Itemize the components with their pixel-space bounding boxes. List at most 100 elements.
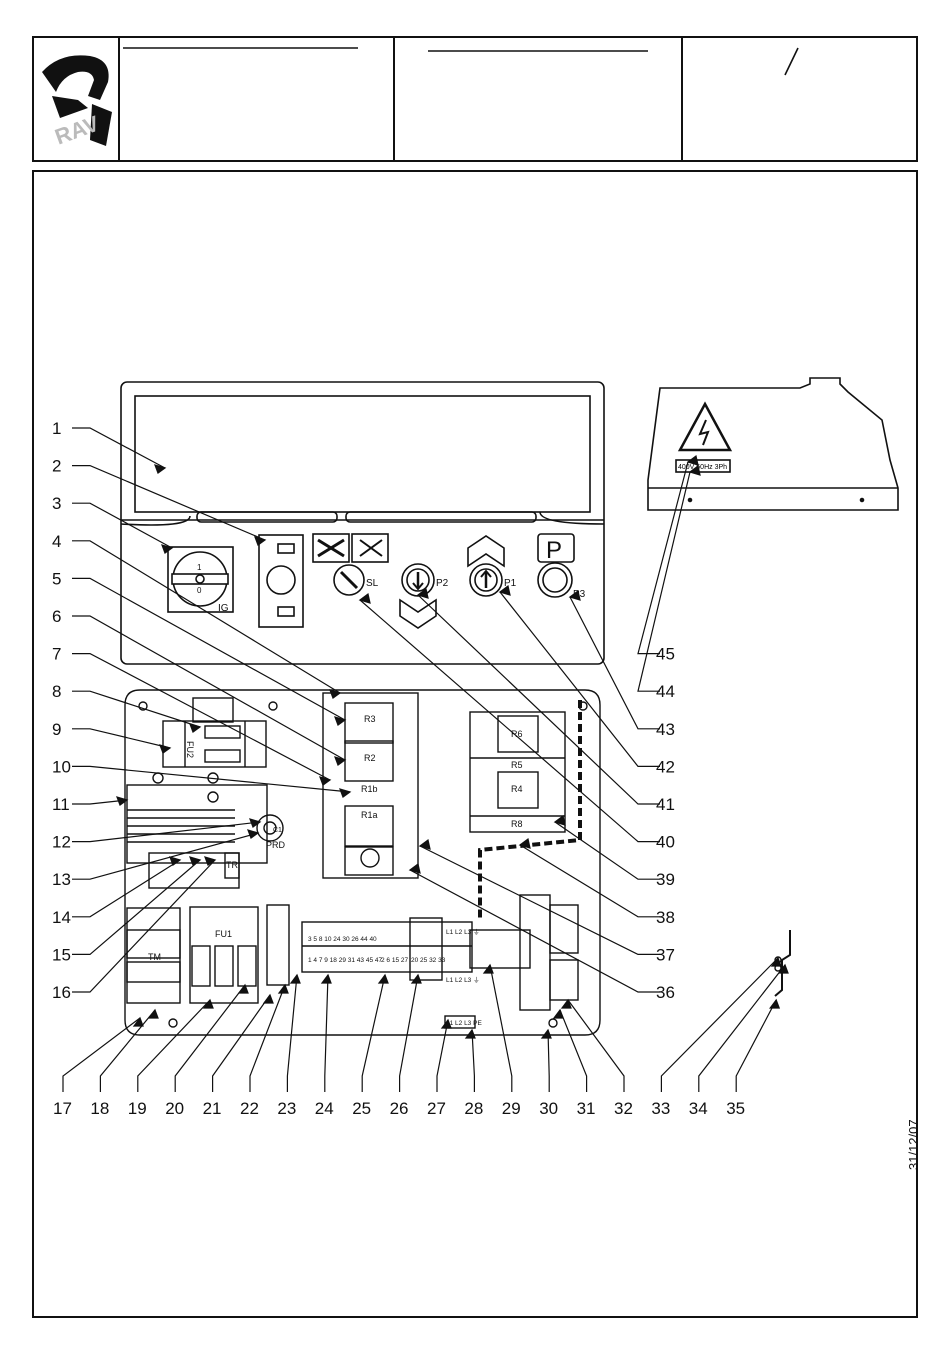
leader-line-26 bbox=[399, 974, 419, 1092]
callout-14: 14 bbox=[52, 908, 71, 927]
title-block-frame bbox=[32, 36, 918, 162]
callout-6: 6 bbox=[52, 607, 61, 626]
arrowhead-icon bbox=[329, 689, 342, 699]
callout-32: 32 bbox=[614, 1099, 633, 1118]
arrowhead-icon bbox=[254, 536, 267, 546]
callout-20: 20 bbox=[165, 1099, 184, 1118]
revision-date: 31/12/07 bbox=[906, 1119, 921, 1170]
voltage-label-plate bbox=[675, 459, 731, 473]
relay-r1b: R1b bbox=[361, 784, 378, 794]
leader-line-23 bbox=[286, 974, 298, 1092]
ig-on-label: 1 bbox=[197, 563, 202, 572]
arrowhead-icon bbox=[540, 1028, 552, 1039]
callout-10: 10 bbox=[52, 757, 71, 776]
terminal-block-2-label: 20 25 32 33 bbox=[411, 957, 446, 964]
arrowhead-icon bbox=[189, 856, 202, 866]
phase-terminals bbox=[444, 1015, 476, 1029]
callout-26: 26 bbox=[390, 1099, 409, 1118]
p2-down-button bbox=[401, 563, 435, 597]
p-sign bbox=[537, 533, 575, 563]
callout-37: 37 bbox=[656, 945, 675, 964]
callout-18: 18 bbox=[90, 1099, 109, 1118]
arrowhead-icon bbox=[204, 856, 217, 866]
callout-15: 15 bbox=[52, 945, 71, 964]
main-switch-ig bbox=[167, 546, 234, 613]
relay-r4: R4 bbox=[511, 784, 523, 794]
leader-line-15 bbox=[72, 859, 201, 955]
power-supply bbox=[266, 904, 290, 986]
arrowhead-icon bbox=[262, 993, 274, 1004]
sl-label: SL bbox=[366, 578, 379, 589]
relay-r5: R5 bbox=[511, 760, 523, 770]
leader-line-41 bbox=[417, 594, 660, 805]
height-selector bbox=[258, 534, 304, 628]
terminal-row-bottom: 1 4 7 9 18 29 31 43 45 47 bbox=[308, 957, 382, 964]
arrowhead-icon bbox=[418, 838, 431, 850]
logo-text: RAV bbox=[52, 111, 103, 150]
callout-44: 44 bbox=[656, 682, 675, 701]
leader-line-21 bbox=[212, 994, 271, 1092]
callout-1: 1 bbox=[52, 419, 61, 438]
contactor-side bbox=[519, 894, 551, 1011]
callout-39: 39 bbox=[656, 870, 675, 889]
leader-line-36 bbox=[409, 869, 660, 993]
leader-line-2 bbox=[72, 465, 266, 541]
callout-38: 38 bbox=[656, 908, 675, 927]
arrowhead-icon bbox=[568, 589, 581, 601]
arrowhead-icon bbox=[202, 998, 214, 1009]
callout-5: 5 bbox=[52, 569, 61, 588]
callout-45: 45 bbox=[656, 645, 675, 664]
ig-off-label: 0 bbox=[197, 586, 202, 595]
arrowhead-icon bbox=[688, 464, 701, 476]
leader-line-45 bbox=[637, 461, 689, 655]
leader-line-29 bbox=[489, 964, 513, 1092]
arrowhead-icon bbox=[289, 973, 301, 984]
arrowhead-icon bbox=[518, 837, 531, 849]
relay-r3: R3 bbox=[364, 714, 376, 724]
leader-line-40 bbox=[359, 599, 660, 843]
terminal-block-2 bbox=[409, 917, 443, 981]
leader-lines bbox=[62, 427, 789, 1092]
c1-label: C1 bbox=[273, 827, 282, 834]
callout-33: 33 bbox=[651, 1099, 670, 1118]
arrowhead-icon bbox=[116, 796, 129, 806]
rav-logo: RAV bbox=[42, 55, 112, 150]
callout-22: 22 bbox=[240, 1099, 259, 1118]
din-rail bbox=[469, 929, 531, 969]
fu2-label: FU2 bbox=[185, 741, 195, 758]
fu1-label: FU1 bbox=[215, 929, 232, 939]
p1-up-button bbox=[469, 563, 503, 597]
callout-29: 29 bbox=[502, 1099, 521, 1118]
leader-line-16 bbox=[72, 859, 216, 993]
arrowhead-icon bbox=[132, 1016, 144, 1027]
leader-line-14 bbox=[72, 859, 181, 918]
leader-line-38 bbox=[519, 844, 660, 918]
p3-button bbox=[537, 562, 573, 598]
callout-42: 42 bbox=[656, 757, 675, 776]
arrowhead-icon bbox=[358, 592, 371, 604]
terminal-row-top: 3 5 8 10 24 30 26 44 40 bbox=[308, 936, 377, 943]
relay-block-right bbox=[469, 711, 566, 833]
title-slash bbox=[784, 47, 799, 76]
callout-40: 40 bbox=[656, 833, 675, 852]
arrowhead-icon bbox=[334, 716, 347, 726]
arrowhead-icon bbox=[498, 584, 511, 596]
p2-label: P2 bbox=[436, 578, 449, 589]
leader-line-13 bbox=[72, 832, 259, 880]
callout-21: 21 bbox=[203, 1099, 222, 1118]
cover-side-view bbox=[647, 377, 899, 511]
leader-line-3 bbox=[72, 502, 173, 549]
callout-27: 27 bbox=[427, 1099, 446, 1118]
ig-label: IG bbox=[218, 603, 229, 614]
arrowhead-icon bbox=[777, 963, 789, 974]
leader-line-6 bbox=[72, 615, 346, 761]
bracket-side-view bbox=[774, 930, 791, 997]
callout-43: 43 bbox=[656, 720, 675, 739]
pictogram-box-2 bbox=[351, 533, 389, 563]
tm-label: TM bbox=[148, 952, 161, 962]
mounting-plate bbox=[124, 689, 791, 1036]
callout-7: 7 bbox=[52, 645, 61, 664]
callout-34: 34 bbox=[689, 1099, 708, 1118]
leader-line-37 bbox=[419, 845, 660, 955]
